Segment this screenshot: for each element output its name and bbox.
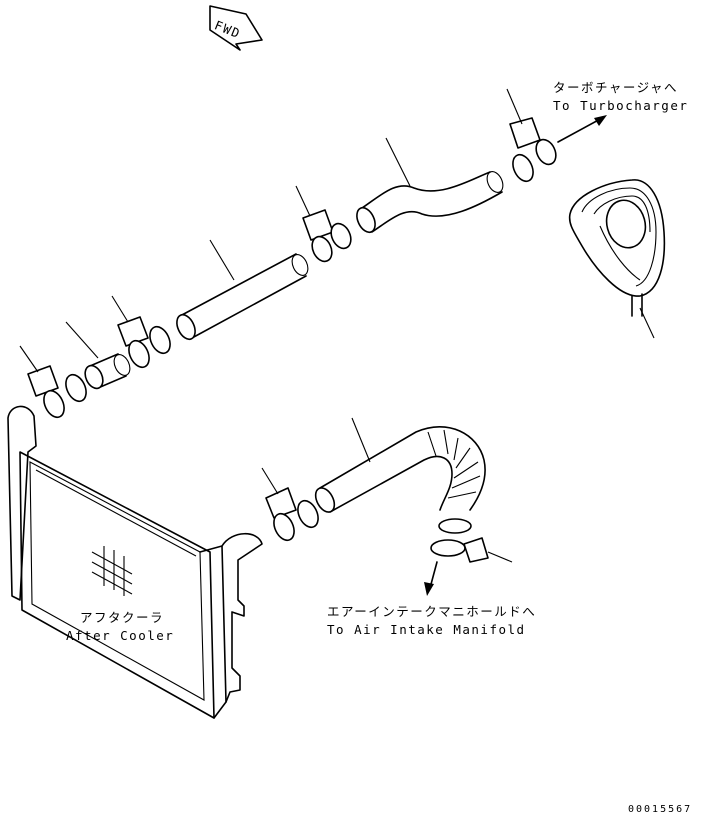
turbo-label-en: To Turbocharger [553, 98, 688, 113]
cooler-label-jp: アフタクーラ [80, 610, 164, 625]
fwd-label: FWD [212, 17, 243, 41]
clamp-intake [430, 537, 513, 563]
straight-tube [176, 239, 309, 341]
intake-label-en: To Air Intake Manifold [327, 622, 526, 637]
clamp-pair-left [19, 345, 87, 419]
after-cooler [7, 405, 263, 719]
drawing-number: 00015567 [628, 804, 692, 815]
clamp-pair-middle [295, 185, 352, 263]
fwd-arrow: FWD [209, 5, 263, 51]
clamp-pair-tube [111, 295, 171, 369]
cooler-core-mark [91, 546, 133, 596]
turbo-flange [568, 179, 666, 339]
clamp-pair-lower [261, 467, 319, 542]
hose-sleeve [65, 321, 131, 390]
intake-direction-arrow [424, 561, 438, 596]
intake-label-jp: エアーインテークマニホールドへ [327, 604, 536, 619]
turbo-label-jp: ターボチャージャへ [553, 80, 678, 95]
curved-hose-intake [314, 417, 486, 534]
cooler-label-en: After Cooler [66, 628, 174, 643]
curved-hose-turbo [356, 137, 504, 234]
clamp-pair-turbo [506, 88, 557, 183]
turbo-direction-arrow [557, 115, 607, 143]
